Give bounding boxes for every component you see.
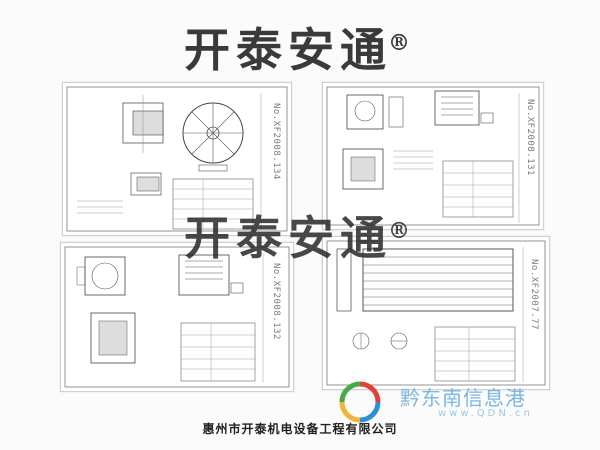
company-name: 惠州市开泰机电设备工程有限公司 [202,422,398,436]
drawing-sheet-3: No.XF2008.132 [60,242,294,392]
site-url: www.QDN.cn [438,408,533,419]
drawing-3-lines [64,246,290,388]
brand-title: 开泰安通® [0,14,600,80]
brand-name: 开泰安通 [184,23,392,77]
drawing-sheet-2: No.XF2008.131 [322,82,544,230]
drawing-sheet-1: No.XF2008.134 [62,82,292,236]
brand-name-overlay: 开泰安通 [184,211,392,265]
drawing-number: No.XF2007.77 [529,259,539,331]
drawing-sheet-4: No.XF2007.77 [322,236,550,390]
registered-mark-overlay: ® [388,217,416,244]
drawing-2-lines [326,86,540,226]
drawing-4-lines [326,240,546,386]
site-name: 黔东南信息港 [400,386,526,410]
drawing-number: No.XF2008.131 [525,99,535,176]
site-watermark: 黔东南信息港 www.QDN.cn [338,378,598,428]
site-logo-icon [339,381,381,423]
drawing-1-lines [66,86,288,232]
drawing-number: No.XF2008.132 [271,263,281,340]
drawing-number: No.XF2008.134 [271,103,281,180]
brand-watermark: 开泰安通® [0,202,600,268]
registered-mark: ® [388,29,416,56]
